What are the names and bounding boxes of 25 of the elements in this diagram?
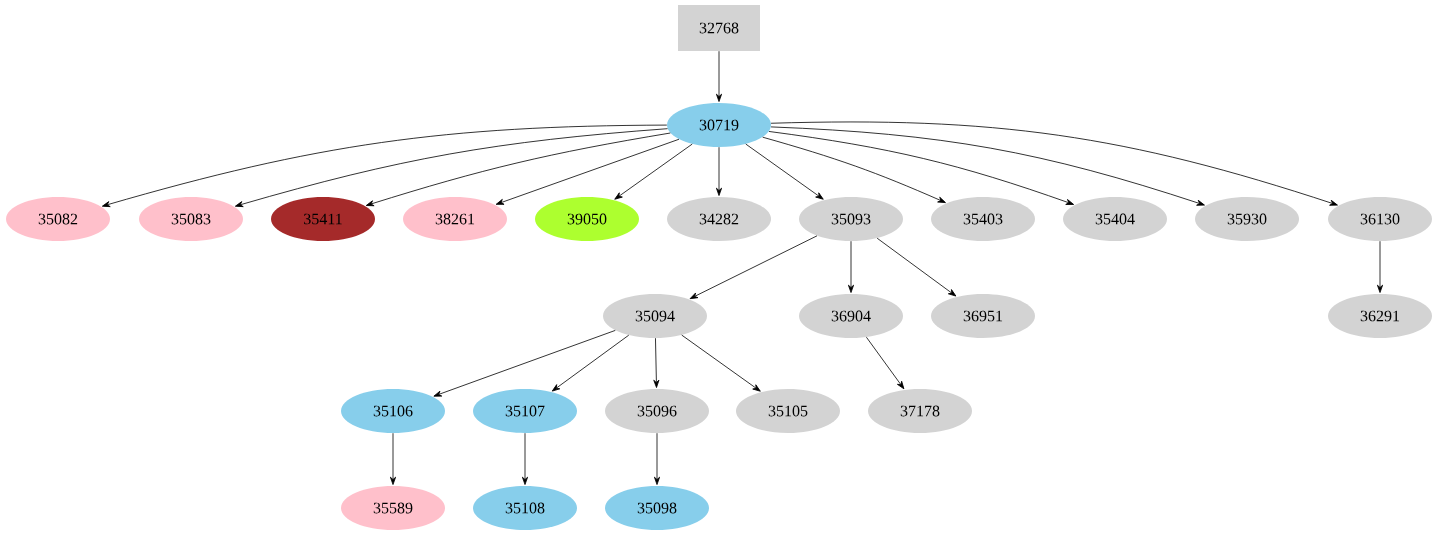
arrow (522, 432, 528, 485)
arrow (716, 50, 722, 102)
arrow (745, 143, 824, 200)
arrow (101, 124, 668, 208)
arrow (365, 132, 671, 207)
arrow (876, 237, 957, 297)
arrow (653, 337, 660, 388)
arrow (234, 128, 668, 208)
arrow (770, 121, 1338, 206)
arrow (495, 138, 680, 205)
arrow (770, 126, 1205, 206)
arrow (689, 235, 818, 300)
arrow (716, 146, 722, 196)
arrow (762, 136, 946, 203)
arrow (614, 143, 693, 200)
arrow (390, 432, 396, 485)
arrow (866, 336, 905, 390)
arrow (1377, 240, 1384, 293)
arrow (551, 334, 630, 392)
arrow (768, 131, 1074, 205)
arrow (433, 330, 616, 397)
arrow (848, 240, 854, 293)
arrow (681, 334, 761, 392)
graph-box: 32768 (678, 5, 760, 51)
arrow (654, 432, 660, 485)
